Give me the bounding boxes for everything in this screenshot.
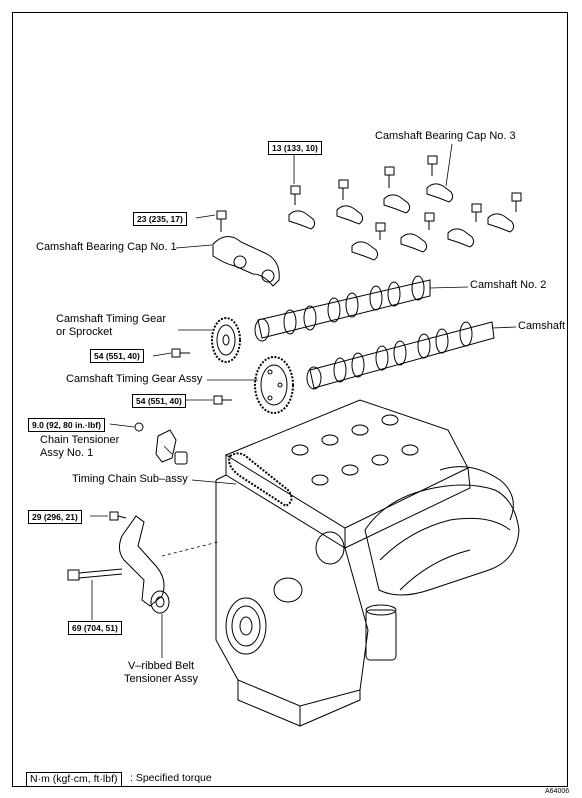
label-belt-tensioner: V–ribbed Belt Tensioner Assy — [124, 660, 198, 686]
label-belt-tensioner-line2: Tensioner Assy — [124, 673, 198, 685]
torque-box-cap1-bolt: 23 (235, 17) — [133, 212, 187, 226]
torque-box-cap-bolt: 13 (133, 10) — [268, 141, 322, 155]
label-camshaft-no2: Camshaft No. 2 — [470, 279, 547, 291]
legend-text: : Specified torque — [130, 772, 212, 784]
leader-lines — [90, 143, 517, 658]
torque-box-belt-tensioner-nut: 29 (296, 21) — [28, 510, 82, 524]
camshaft — [306, 321, 495, 390]
label-timing-gear-line1: Camshaft Timing Gear — [56, 313, 167, 325]
belt-tensioner — [67, 511, 170, 614]
torque-box-belt-tensioner-bolt: 69 (704, 51) — [68, 621, 122, 635]
label-timing-chain: Timing Chain Sub–assy — [72, 473, 188, 485]
torque-box-gear-assy-bolt: 54 (551, 40) — [132, 394, 186, 408]
bearing-cap-no1 — [212, 210, 280, 287]
label-timing-gear-assy: Camshaft Timing Gear Assy — [66, 373, 203, 385]
torque-box-tensioner-nut: 9.0 (92, 80 in.·lbf) — [28, 418, 105, 432]
diagram-frame — [12, 12, 568, 787]
label-timing-gear: Camshaft Timing Gear or Sprocket — [56, 313, 166, 339]
label-bearing-cap-no1: Camshaft Bearing Cap No. 1 — [36, 241, 177, 253]
label-belt-tensioner-line1: V–ribbed Belt — [127, 660, 195, 672]
label-bearing-cap-no3: Camshaft Bearing Cap No. 3 — [375, 130, 516, 142]
engine-block — [215, 399, 520, 727]
torque-box-sprocket-bolt: 54 (551, 40) — [90, 349, 144, 363]
chain-tensioner — [155, 429, 188, 465]
figure-code: A64006 — [545, 788, 570, 795]
bearing-caps-no3 — [288, 155, 522, 261]
camshaft-no2 — [254, 275, 431, 342]
label-camshaft: Camshaft — [518, 320, 566, 332]
timing-sprocket — [211, 317, 241, 363]
label-timing-gear-line2: or Sprocket — [56, 326, 113, 338]
legend-unit-box: N·m (kgf·cm, ft·lbf) — [26, 772, 122, 787]
label-chain-tensioner-line1: Chain Tensioner — [40, 434, 120, 446]
gear-bolts — [134, 348, 232, 432]
label-chain-tensioner-line2: Assy No. 1 — [40, 447, 94, 459]
label-chain-tensioner: Chain Tensioner Assy No. 1 — [40, 434, 119, 460]
timing-gear-assy — [254, 356, 294, 414]
